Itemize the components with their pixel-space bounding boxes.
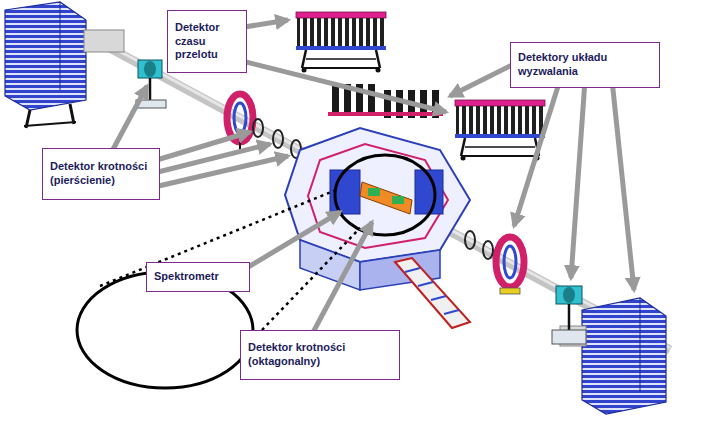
trigger-counter	[144, 61, 156, 77]
beam-pipe	[95, 38, 670, 350]
leader-arrow	[238, 60, 446, 112]
zoom-marker	[335, 155, 435, 235]
spectrometer-frame	[360, 182, 412, 214]
spectrometer-frame	[285, 128, 470, 262]
leader-arrow	[240, 212, 340, 272]
zero-degree-block	[60, 2, 61, 90]
leader-arrow	[571, 80, 585, 278]
leader-arrow	[150, 144, 270, 174]
trigger-ring	[496, 237, 524, 294]
trigger-ring	[500, 288, 520, 294]
spectrometer-frame	[308, 144, 448, 248]
zero-degree-block	[5, 2, 86, 110]
tof-wall	[296, 12, 386, 73]
zero-degree-block	[582, 298, 666, 414]
zero-degree-block	[24, 122, 76, 126]
leader-arrow	[150, 132, 250, 162]
callout-label: Spektrometr	[154, 270, 242, 284]
zero-degree-block	[560, 298, 666, 414]
zero-degree-block	[640, 298, 641, 392]
zero-degree-block	[5, 2, 124, 128]
spectrometer-frame	[360, 250, 440, 290]
trigger-paddles	[368, 84, 375, 112]
multiplicity-ring	[483, 241, 493, 259]
spectrometer-arm	[395, 258, 470, 328]
trigger-ring	[227, 94, 253, 150]
spectrometer-arm	[405, 268, 420, 272]
spectrometer-arm	[444, 310, 459, 314]
trigger-paddles	[328, 112, 443, 116]
leader-arrow	[612, 80, 634, 290]
callout-box: Detektor krotności (oktagonalny)	[240, 330, 400, 380]
callout-box: Detektor czasu przelotu	[167, 10, 247, 73]
tof-wall	[455, 100, 545, 161]
multiplicity-ring	[253, 119, 263, 137]
spectrometer-arm	[418, 282, 433, 286]
trigger-counter	[563, 287, 575, 303]
leader-arrow	[514, 80, 560, 226]
spectrometer-frame	[368, 188, 380, 196]
leader-arrow	[450, 62, 518, 96]
zoom-marker	[262, 228, 360, 330]
callout-label: Detektor krotności (pierścienie)	[50, 160, 152, 188]
beam-pipe	[95, 38, 670, 348]
leader-arrow	[110, 86, 147, 155]
trigger-counter	[552, 286, 586, 344]
callout-label: Detektor czasu przelotu	[175, 21, 239, 62]
zero-degree-block	[70, 104, 74, 124]
trigger-ring	[504, 246, 516, 278]
callout-label: Detektory układu wyzwalania	[518, 51, 652, 79]
spectrometer-frame	[392, 196, 404, 204]
trigger-counter	[138, 60, 162, 78]
beam-pipe	[95, 40, 670, 350]
spectrometer-arm	[395, 258, 470, 328]
trigger-ring	[234, 103, 246, 133]
trigger-paddles	[332, 84, 339, 112]
callout-box: Detektory układu wyzwalania	[510, 42, 660, 88]
callout-label: Detektor krotności (oktagonalny)	[248, 341, 392, 369]
zero-degree-block	[84, 30, 124, 52]
trigger-counter	[149, 78, 152, 100]
trigger-counter	[556, 286, 582, 304]
trigger-counter	[552, 330, 586, 344]
spectrometer-arm	[431, 296, 446, 300]
leader-arrow	[150, 156, 288, 188]
multiplicity-ring	[465, 231, 475, 249]
leader-arrow	[310, 222, 372, 338]
callout-box: Spektrometr	[146, 262, 250, 292]
trigger-counter	[568, 304, 571, 330]
callout-box: Detektor krotności (pierścienie)	[42, 148, 160, 200]
trigger-ring	[496, 237, 524, 287]
spectrometer-frame	[285, 128, 470, 290]
multiplicity-ring	[273, 130, 283, 148]
